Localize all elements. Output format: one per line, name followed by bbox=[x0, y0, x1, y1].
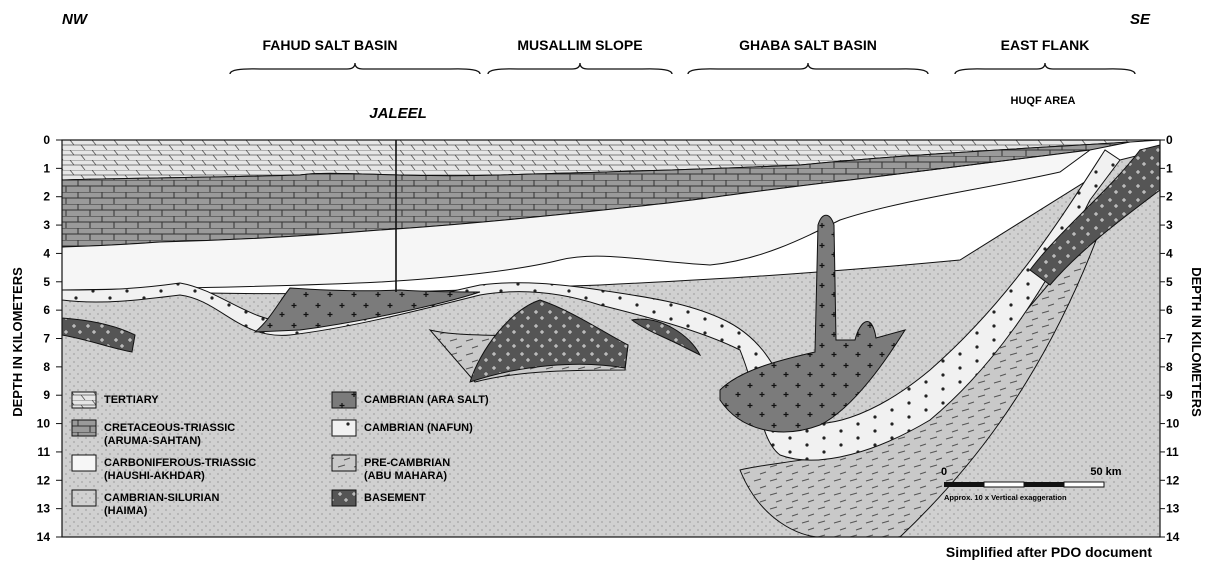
well-label: JALEEL bbox=[369, 105, 427, 122]
depth-tick-label-left: 12 bbox=[37, 473, 51, 487]
depth-tick-label-right: 1 bbox=[1166, 161, 1173, 175]
depth-tick-label-left: 1 bbox=[43, 161, 50, 175]
depth-tick-label-left: 2 bbox=[43, 190, 50, 204]
legend-label: (HAIMA) bbox=[104, 505, 148, 517]
depth-axis-label-left: DEPTH IN KILOMETERS bbox=[10, 267, 25, 417]
depth-ticks-left: 01234567891011121314 bbox=[37, 133, 62, 544]
depth-tick-label-left: 4 bbox=[43, 246, 50, 260]
depth-tick-label-right: 11 bbox=[1166, 445, 1179, 459]
well-symbol bbox=[390, 122, 402, 134]
scale-bar-end: 50 km bbox=[1090, 466, 1121, 478]
region-label-musallim: MUSALLIM SLOPE bbox=[517, 37, 642, 53]
depth-tick-label-right: 12 bbox=[1166, 473, 1180, 487]
depth-tick-label-left: 13 bbox=[37, 502, 51, 516]
depth-tick-label-right: 8 bbox=[1166, 360, 1173, 374]
depth-tick-label-left: 11 bbox=[37, 445, 50, 459]
depth-tick-label-right: 4 bbox=[1166, 246, 1173, 260]
depth-tick-label-left: 8 bbox=[43, 360, 50, 374]
depth-tick-label-right: 0 bbox=[1166, 133, 1173, 147]
depth-tick-label-left: 0 bbox=[43, 133, 50, 147]
depth-tick-label-right: 6 bbox=[1166, 303, 1173, 317]
legend-label: CAMBRIAN (ARA SALT) bbox=[364, 394, 489, 406]
legend-swatch-nafun bbox=[332, 420, 356, 436]
depth-tick-label-left: 10 bbox=[37, 417, 51, 431]
orientation-se: SE bbox=[1130, 11, 1151, 28]
depth-tick-label-left: 14 bbox=[37, 530, 51, 544]
legend-label: CAMBRIAN-SILURIAN bbox=[104, 492, 220, 504]
legend-label: (HAUSHI-AKHDAR) bbox=[104, 470, 205, 482]
depth-tick-label-left: 9 bbox=[43, 388, 50, 402]
depth-axis-label-right: DEPTH IN KILOMETERS bbox=[1189, 267, 1204, 417]
orientation-nw: NW bbox=[62, 11, 89, 28]
legend-label: TERTIARY bbox=[104, 394, 159, 406]
region-brace bbox=[688, 63, 928, 74]
scale-bar-start: 0 bbox=[941, 466, 947, 478]
legend-swatch-basement bbox=[332, 490, 356, 506]
legend-label: CRETACEOUS-TRIASSIC bbox=[104, 422, 235, 434]
cross-section bbox=[62, 122, 1160, 537]
legend-swatch-stipple bbox=[72, 490, 96, 506]
depth-tick-label-left: 7 bbox=[43, 332, 50, 346]
sub-region-label: HUQF AREA bbox=[1011, 95, 1076, 107]
depth-tick-label-left: 5 bbox=[43, 275, 50, 289]
depth-tick-label-right: 10 bbox=[1166, 417, 1180, 431]
scale-bar-note: Approx. 10 x Vertical exaggeration bbox=[944, 493, 1067, 502]
depth-tick-label-right: 9 bbox=[1166, 388, 1173, 402]
credit-text: Simplified after PDO document bbox=[946, 544, 1152, 560]
region-brace bbox=[488, 63, 672, 74]
legend-label: (ABU MAHARA) bbox=[364, 470, 447, 482]
legend-label: BASEMENT bbox=[364, 492, 426, 504]
legend-label: (ARUMA-SAHTAN) bbox=[104, 435, 201, 447]
legend-label: PRE-CAMBRIAN bbox=[364, 457, 450, 469]
depth-tick-label-right: 2 bbox=[1166, 190, 1173, 204]
region-braces bbox=[230, 63, 1135, 74]
legend-swatch-brick bbox=[72, 420, 96, 436]
legend-label: CAMBRIAN (NAFUN) bbox=[364, 422, 473, 434]
legend-label: CARBONIFEROUS-TRIASSIC bbox=[104, 457, 256, 469]
legend-swatch-salt bbox=[332, 392, 356, 408]
legend-swatch-dash bbox=[332, 455, 356, 471]
region-label-ghaba: GHABA SALT BASIN bbox=[739, 37, 877, 53]
depth-tick-label-left: 3 bbox=[43, 218, 50, 232]
legend-swatch-tertiary bbox=[72, 392, 96, 408]
depth-tick-label-right: 3 bbox=[1166, 218, 1173, 232]
depth-tick-label-right: 7 bbox=[1166, 332, 1173, 346]
region-brace bbox=[230, 63, 480, 74]
depth-tick-label-right: 5 bbox=[1166, 275, 1173, 289]
depth-tick-label-left: 6 bbox=[43, 303, 50, 317]
region-brace bbox=[955, 63, 1135, 74]
depth-ticks-right: 01234567891011121314 bbox=[1160, 133, 1180, 544]
region-label-east-flank: EAST FLANK bbox=[1001, 37, 1090, 53]
legend-swatch-blank bbox=[72, 455, 96, 471]
region-label-fahud: FAHUD SALT BASIN bbox=[262, 37, 397, 53]
depth-tick-label-right: 14 bbox=[1166, 530, 1180, 544]
depth-tick-label-right: 13 bbox=[1166, 502, 1180, 516]
